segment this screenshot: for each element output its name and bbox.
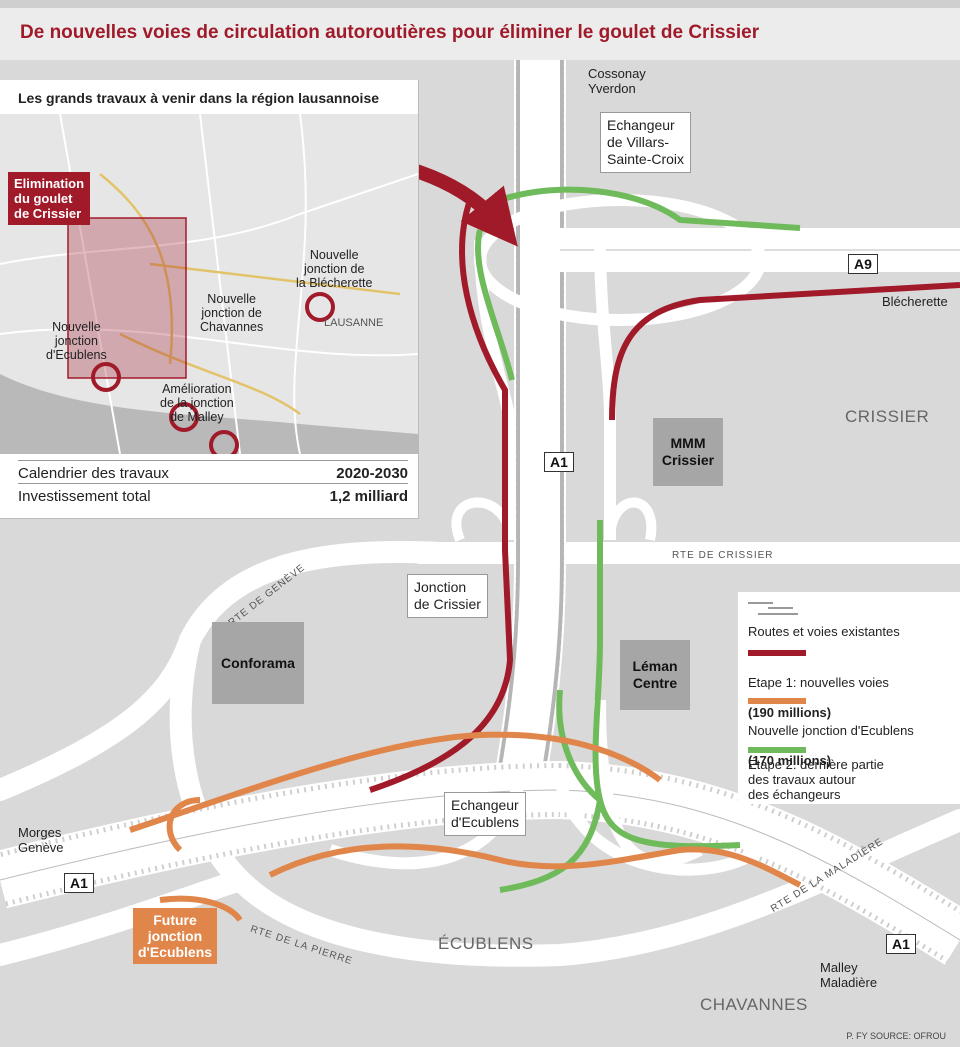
label-malley-maladiere: Malley Maladière (820, 960, 878, 990)
calendar-label: Calendrier des travaux (18, 465, 169, 482)
label-ecublens-interchange: Echangeur d'Ecublens (444, 792, 527, 836)
legend-ecublens-cost: (170 millions) (748, 753, 832, 768)
source-credit: P. FY SOURCE: OFROU (846, 1031, 946, 1041)
legend-stage2-swatch (748, 747, 806, 753)
road-label-rte-crissier: RTE DE CRISSIER (672, 550, 774, 561)
investment-value: 1,2 milliard (329, 488, 408, 505)
page-title: De nouvelles voies de circulation autoro… (20, 22, 760, 43)
inset-panel: Les grands travaux à venir dans la régio… (0, 80, 419, 519)
label-blecherette-junction: Nouvelle jonction de la Blécherette (296, 248, 373, 290)
legend: Routes et voies existantes Etape 1: nouv… (738, 592, 960, 804)
a1-shield-north: A1 (544, 452, 574, 472)
legend-stage2: Etape 2: dernière partie des travaux aut… (748, 757, 884, 802)
title-bar: De nouvelles voies de circulation autoro… (0, 0, 960, 60)
ecublens-lanes (129, 731, 802, 922)
legend-ecublens: Nouvelle jonction d'Ecublens (170 millio… (748, 708, 914, 768)
a1-shield-east: A1 (886, 934, 916, 954)
stage1-lanes (369, 199, 960, 793)
inset-title: Les grands travaux à venir dans la régio… (18, 90, 380, 106)
label-malley-junction: Amélioration de la jonction de Malley (160, 382, 234, 424)
legend-stage1-text: Etape 1: nouvelles voies (748, 675, 889, 690)
building-conforama: Conforama (212, 622, 304, 704)
a1-shield-west: A1 (64, 873, 94, 893)
local-roads (0, 541, 960, 967)
building-mmm-crissier: MMM Crissier (653, 418, 723, 486)
building-leman-centre: Léman Centre (620, 640, 690, 710)
a1-east-west (0, 760, 960, 965)
label-blecherette: Blécherette (882, 294, 948, 309)
inset-map (0, 114, 418, 454)
calendar-value: 2020-2030 (336, 465, 408, 482)
label-morges-geneve: Morges Genève (18, 825, 64, 855)
a1-trunk (494, 60, 566, 806)
label-villars-interchange: Echangeur de Villars- Sainte-Croix (600, 112, 692, 173)
label-chavannes-junction: Nouvelle jonction de Chavannes (200, 292, 264, 334)
legend-existing: Routes et voies existantes (748, 624, 900, 639)
area-crissier: CRISSIER (845, 407, 930, 426)
legend-stage1-swatch (748, 650, 806, 656)
a9-shield: A9 (848, 254, 878, 274)
motorway-map (0, 60, 960, 967)
legend-ecublens-swatch (748, 698, 806, 704)
legend-existing-swatch (748, 602, 798, 615)
label-ecublens-junction: Nouvelle jonction d'Ecublens (46, 320, 107, 362)
label-cossonay-yverdon: Cossonay Yverdon (588, 66, 646, 96)
legend-ecublens-text: Nouvelle jonction d'Ecublens (748, 723, 914, 738)
legend-stage1: Etape 1: nouvelles voies (190 millions) (748, 660, 889, 720)
area-chavannes: CHAVANNES (700, 995, 808, 1014)
label-crissier-junction: Jonction de Crissier (407, 574, 488, 618)
area-ecublens: ÉCUBLENS (438, 934, 534, 953)
label-lausanne: LAUSANNE (324, 317, 384, 329)
legend-stage1-cost: (190 millions) (748, 705, 832, 720)
investment-label: Investissement total (18, 488, 151, 505)
stage2-lanes (475, 186, 801, 893)
label-future-ecublens-junction: Future jonction d'Ecublens (133, 908, 217, 964)
calendar-row: Calendrier des travaux 2020-2030 (18, 460, 408, 482)
investment-row: Investissement total 1,2 milliard (18, 483, 408, 505)
crissier-highlight-label: Elimination du goulet de Crissier (8, 172, 91, 225)
